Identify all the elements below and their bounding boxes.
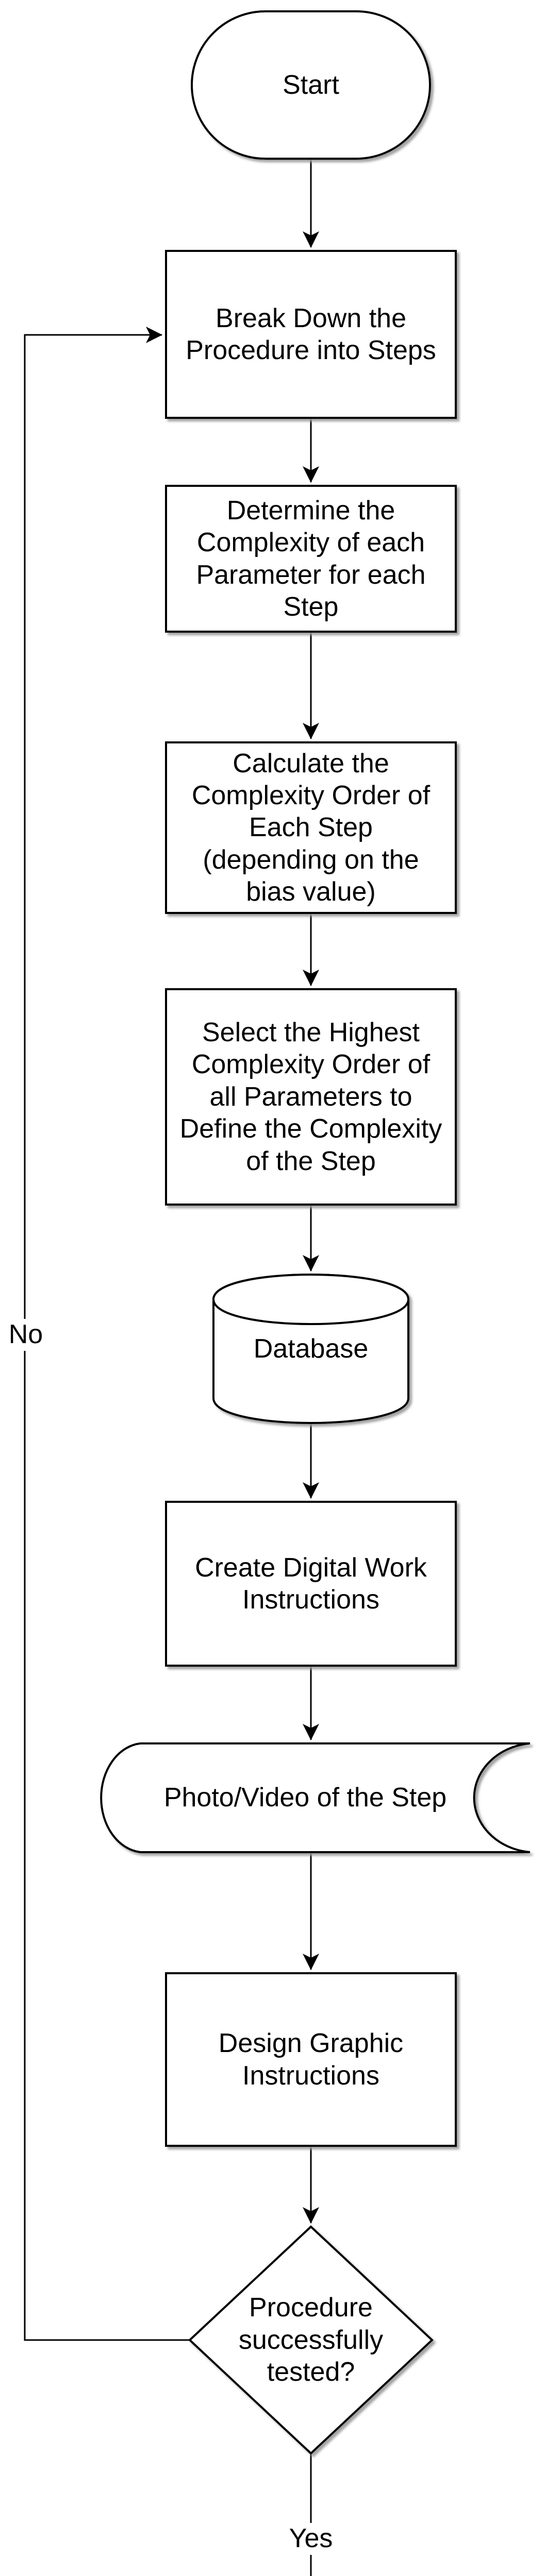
decision-procedure-tested-shape: [188, 2225, 434, 2455]
database-cylinder-top-ellipse: [212, 1274, 410, 1325]
start-terminator-shape: [191, 10, 431, 160]
process-design-graphic-shape: [165, 1972, 457, 2147]
process-create-instructions-shape: [165, 1501, 457, 1667]
process-break-down-shape: [165, 250, 457, 419]
process-calculate-order-shape: [165, 741, 457, 914]
process-select-highest-shape: [165, 988, 457, 1206]
process-determine-complexity-shape: [165, 485, 457, 633]
stored-data-photo-video-shape: [100, 1742, 531, 1853]
